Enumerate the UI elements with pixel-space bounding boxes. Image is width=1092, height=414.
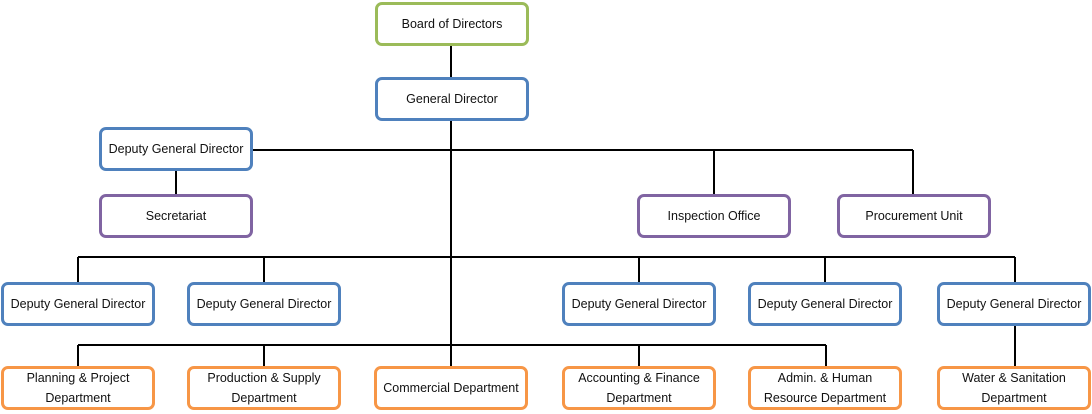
planning-project-department-box: Planning & Project Department [1,366,155,410]
general-director-box: General Director [375,77,529,121]
inspection-office-box: Inspection Office [637,194,791,238]
deputy-general-director-box: Deputy General Director [748,282,902,326]
water-sanitation-department-box: Water & Sanitation Department [937,366,1091,410]
admin-hr-department-box: Admin. & Human Resource Department [748,366,902,410]
accounting-finance-department-box: Accounting & Finance Department [562,366,716,410]
deputy-general-director-box: Deputy General Director [562,282,716,326]
deputy-general-director-top-box: Deputy General Director [99,127,253,171]
board-of-directors-box: Board of Directors [375,2,529,46]
procurement-unit-box: Procurement Unit [837,194,991,238]
commercial-department-box: Commercial Department [374,366,528,410]
secretariat-box: Secretariat [99,194,253,238]
deputy-general-director-box: Deputy General Director [937,282,1091,326]
deputy-general-director-box: Deputy General Director [187,282,341,326]
deputy-general-director-box: Deputy General Director [1,282,155,326]
production-supply-department-box: Production & Supply Department [187,366,341,410]
